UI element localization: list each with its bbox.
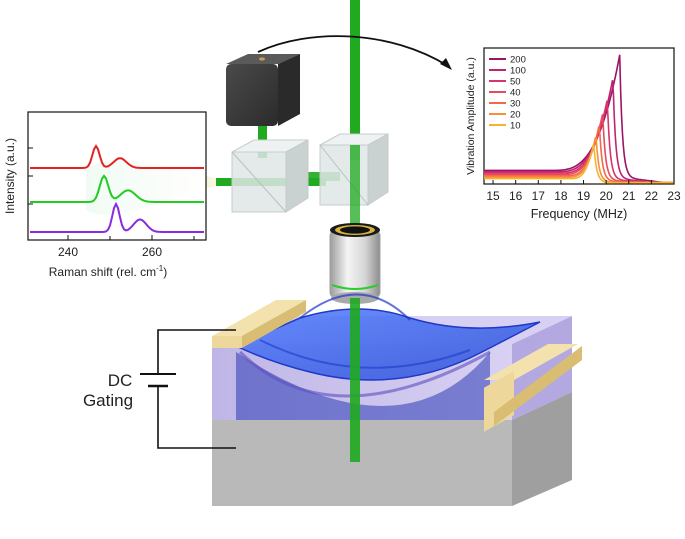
chart-tick-label-22: 22 <box>645 189 659 203</box>
legend-label-40: 40 <box>510 88 521 99</box>
dc-label-line2: Gating <box>83 391 133 410</box>
dc-gating-circuit <box>140 329 236 449</box>
chart-series-10 <box>484 144 674 184</box>
legend-label-30: 30 <box>510 99 521 110</box>
chart-tick-label-20: 20 <box>599 189 613 203</box>
chart-x-ticks: 15 16 17 18 19 20 21 22 23 <box>486 180 681 203</box>
chart-series-group <box>484 54 674 184</box>
arrow-to-chart <box>257 35 449 67</box>
legend-label-20: 20 <box>510 110 521 121</box>
raman-spectra-plot: 240 260 Raman shift (rel. cm-1) Intensit… <box>3 111 207 279</box>
dc-label-line1: DC <box>108 371 133 390</box>
raman-ylabel: Intensity (a.u.) <box>3 138 17 214</box>
chart-series-200 <box>484 54 674 184</box>
legend-label-100: 100 <box>510 66 526 77</box>
raman-xlabel: Raman shift (rel. cm-1) <box>49 264 167 279</box>
chart-series-100 <box>484 80 674 184</box>
chart-ylabel: Vibration Amplitude (a.u.) <box>465 57 477 175</box>
device-block <box>212 293 582 506</box>
chart-plot-frame <box>483 47 675 185</box>
chart-tick-label-21: 21 <box>622 189 636 203</box>
chart-tick-label-19: 19 <box>577 189 591 203</box>
chart-tick-label-17: 17 <box>532 189 546 203</box>
laser-beam-cube-vertical <box>350 145 360 225</box>
legend-label-10: 10 <box>510 121 521 132</box>
objective-lens <box>329 223 381 304</box>
chart-tick-label-16: 16 <box>509 189 523 203</box>
raman-curve-green <box>30 174 204 203</box>
legend-label-200: 200 <box>510 55 526 66</box>
chart-xlabel: Frequency (MHz) <box>531 207 628 221</box>
chart-tick-label-23: 23 <box>667 189 681 203</box>
electrode-left <box>212 336 242 348</box>
graphene-membrane <box>234 308 541 381</box>
raman-tick-260: 260 <box>142 245 162 259</box>
beam-splitter-cube-left <box>231 139 309 213</box>
legend-label-50: 50 <box>510 77 521 88</box>
raman-curve-purple <box>30 201 204 233</box>
arrowhead-icon <box>440 58 452 70</box>
chart-tick-label-18: 18 <box>554 189 568 203</box>
laser-beam-vertical <box>350 0 360 160</box>
raman-tick-240: 240 <box>58 245 78 259</box>
raman-plot-frame <box>27 111 207 241</box>
laser-beam-lower <box>350 298 360 462</box>
raman-curve-red <box>30 144 204 169</box>
electronics-box <box>226 54 300 126</box>
chart-tick-label-15: 15 <box>486 189 500 203</box>
